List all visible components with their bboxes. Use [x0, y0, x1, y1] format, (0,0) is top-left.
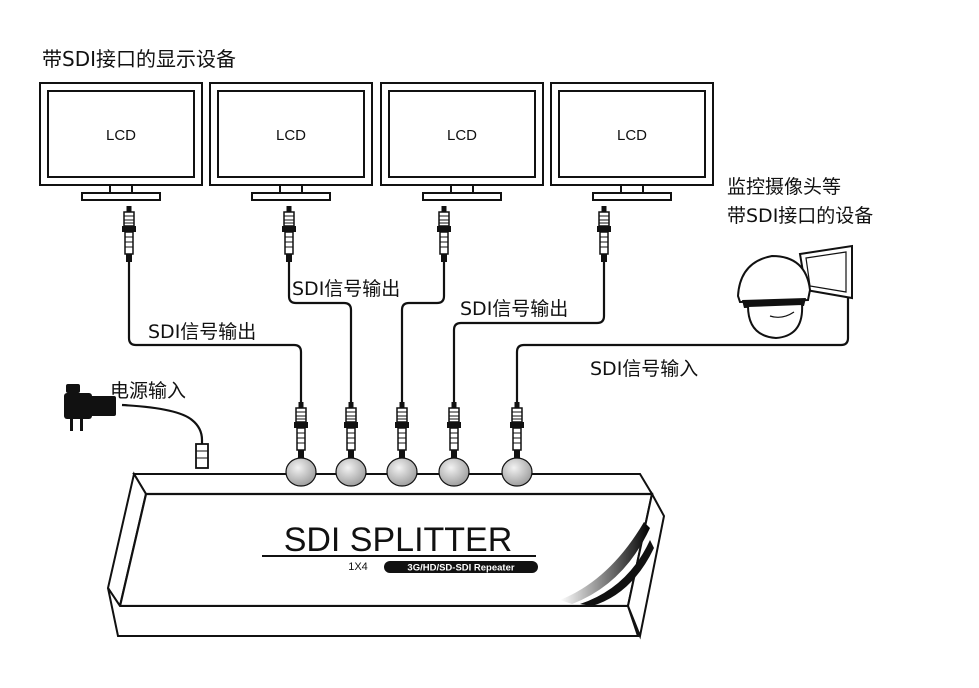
- cable-out-4: [452, 262, 606, 404]
- monitor-label: LCD: [447, 127, 477, 144]
- splitter-model: 1X4: [348, 561, 368, 573]
- diagram-title: 带SDI接口的显示设备: [42, 47, 236, 71]
- bnc-connector-icon: [343, 401, 359, 459]
- bnc-connector-icon: [596, 205, 612, 263]
- cable-in: [515, 270, 850, 404]
- monitor-2: LCD: [209, 82, 373, 201]
- bnc-connector-icon: [436, 205, 452, 263]
- bnc-jacks: [285, 457, 533, 487]
- swoosh-decoration: [560, 522, 650, 604]
- monitor-1: LCD: [39, 82, 203, 201]
- splitter-title: SDI SPLITTER: [284, 521, 513, 559]
- label-power-in: 电源输入: [110, 380, 186, 402]
- bnc-connector-icon: [446, 401, 462, 459]
- splitter-badge: 3G/HD/SD-SDI Repeater: [407, 563, 514, 574]
- cable-out-1: [127, 262, 303, 404]
- camera-label-line1: 监控摄像头等: [727, 176, 841, 198]
- bnc-connector-icon: [293, 401, 309, 459]
- monitor-3: LCD: [380, 82, 544, 201]
- dome-camera-icon: [736, 244, 853, 340]
- bnc-connector-icon: [121, 205, 137, 263]
- cable-out-3: [400, 262, 446, 404]
- power-cable: [121, 403, 204, 446]
- label-sdi-out-mid: SDI信号输出: [292, 278, 400, 300]
- label-sdi-out-left: SDI信号输出: [148, 321, 256, 343]
- label-sdi-out-right: SDI信号输出: [460, 298, 568, 320]
- bnc-connector-icon: [509, 401, 525, 459]
- splitter-device: SDI SPLITTER 1X4 3G/HD/SD-SDI Repeater: [106, 457, 666, 640]
- camera-label-line2: 带SDI接口的设备: [727, 205, 873, 227]
- monitor-label: LCD: [276, 127, 306, 144]
- label-sdi-in: SDI信号输入: [590, 358, 698, 380]
- monitor-label: LCD: [617, 127, 647, 144]
- bnc-connector-icon: [281, 205, 297, 263]
- monitor-label: LCD: [106, 127, 136, 144]
- cable-out-2: [287, 262, 353, 404]
- splitter-badge-bg: [384, 561, 538, 573]
- power-adapter-icon: [64, 384, 209, 469]
- bnc-connector-icon: [394, 401, 410, 459]
- monitor-4: LCD: [550, 82, 714, 201]
